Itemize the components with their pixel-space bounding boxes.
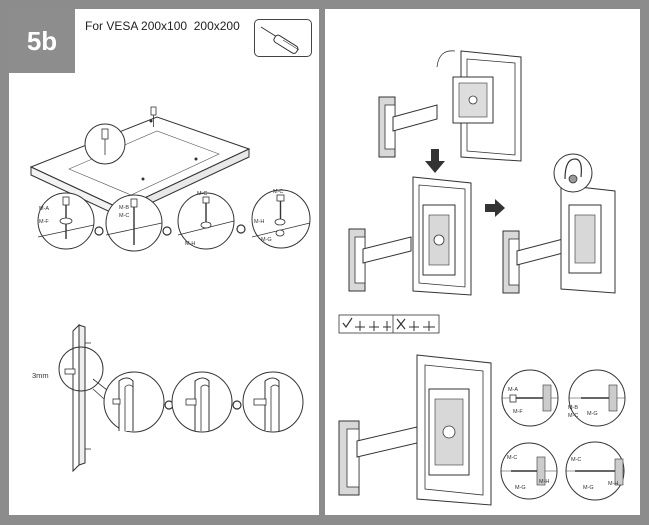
screwdriver-tool-box (254, 19, 312, 57)
left-instruction-panel: 5b For VESA 200x100 200x200 (9, 9, 319, 515)
detail-circle-1: M-A M-F (37, 192, 95, 250)
right-instruction-panel: M-A M-F M-B M-C M-G M-C M-G M-H M-C (325, 9, 640, 515)
connector-dot-1 (94, 226, 104, 236)
step-badge: 5b (9, 9, 75, 73)
connector-dot-3 (236, 224, 246, 234)
detail-2-label-b: M-C (119, 213, 129, 219)
detail-circle-4: M-C M-H M-G (251, 189, 311, 249)
legend-box (338, 314, 440, 334)
screwdriver-icon (260, 26, 300, 54)
detail-4-label-a: M-C (273, 189, 283, 195)
tv-back-illustration: M-A M-F M-B M-C M-C M-H (29, 106, 311, 473)
detail-circle-3: M-C M-H (177, 191, 235, 250)
detail-3-label-b: M-H (185, 241, 195, 247)
br2-label-c: M-G (587, 411, 598, 417)
side-zoom-circle-1 (103, 371, 165, 433)
cross-icon (396, 318, 406, 330)
br3-label-c: M-H (539, 479, 549, 485)
tighten-zoom-circle (553, 153, 593, 193)
gap-label: 3mm (32, 371, 49, 380)
mount-step-final (338, 354, 492, 506)
right-arrow-icon (485, 199, 505, 217)
down-arrow-icon (425, 149, 445, 173)
bottom-detail-circle-1: M-A M-F (501, 369, 559, 427)
detail-2-label-a: M-B (119, 205, 129, 211)
br4-label-c: M-H (608, 481, 618, 487)
detail-4-label-b: M-H (254, 219, 264, 225)
mount-step-top (378, 50, 522, 162)
bottom-detail-circle-3: M-C M-G M-H (500, 442, 558, 500)
br4-label-b: M-G (583, 485, 594, 491)
detail-4-label-c: M-G (261, 237, 272, 243)
detail-1-label-b: M-F (39, 219, 49, 225)
bottom-detail-circle-2: M-B M-C M-G (568, 369, 626, 427)
br3-label-b: M-G (515, 485, 526, 491)
detail-1-label-a: M-A (39, 206, 49, 212)
side-zoom-circle-3 (242, 371, 304, 433)
br1-label-b: M-F (513, 409, 523, 415)
check-icon (342, 317, 353, 329)
br2-label-b: M-C (568, 413, 578, 419)
mount-step-middle (348, 176, 472, 296)
br3-label-a: M-C (507, 455, 517, 461)
mount-step-tighten (502, 153, 616, 294)
detail-3-label-a: M-C (197, 191, 207, 197)
mount-illustration: M-A M-F M-B M-C M-G M-C M-G M-H M-C (338, 50, 626, 506)
side-zoom-circle-2 (171, 371, 233, 433)
side-connector-dot-2 (232, 400, 242, 410)
connector-dot-2 (162, 226, 172, 236)
br4-label-a: M-C (571, 457, 581, 463)
br1-label-a: M-A (508, 387, 518, 393)
detail-circle-2: M-B M-C (105, 194, 163, 252)
tv-side-view: 3mm (32, 323, 104, 473)
bottom-detail-circle-4: M-C M-G M-H (565, 441, 625, 501)
vesa-label: For VESA 200x100 200x200 (85, 19, 240, 33)
br2-label-a: M-B (568, 405, 578, 411)
